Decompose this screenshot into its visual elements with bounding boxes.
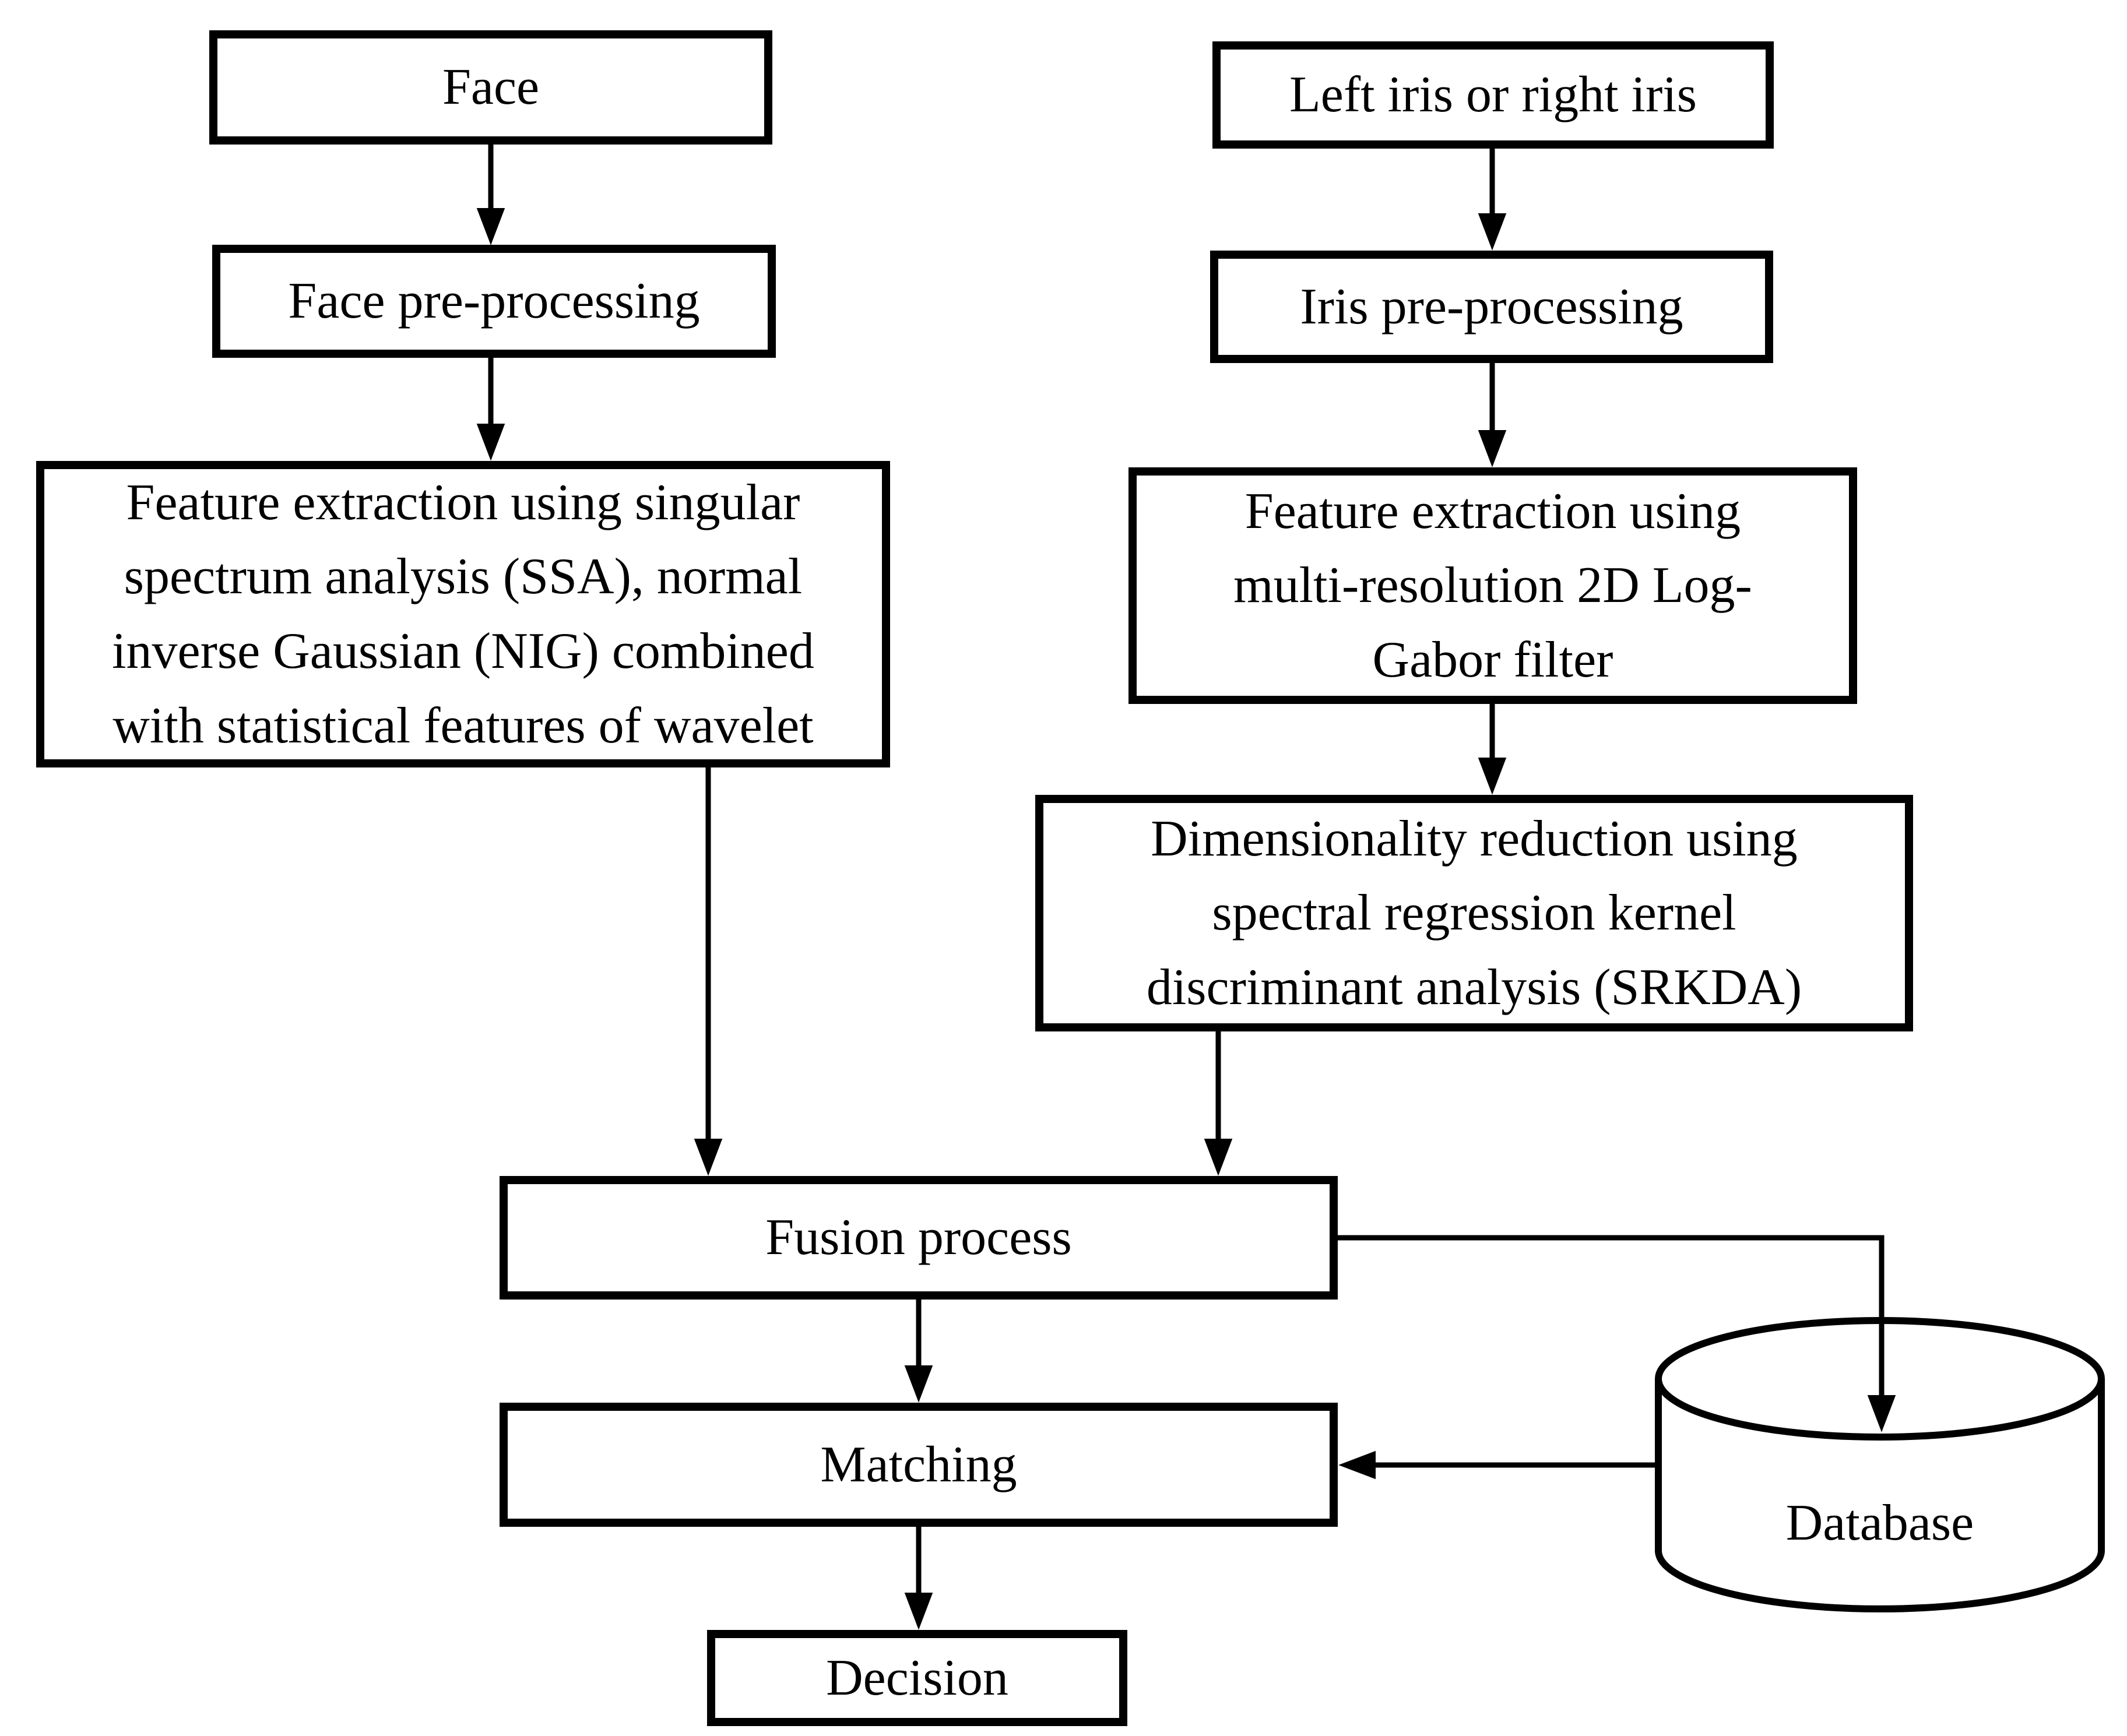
node-iris-preprocessing-label: Iris pre-processing xyxy=(1300,278,1683,335)
node-database-label: Database xyxy=(1785,1495,1974,1551)
node-matching-label: Matching xyxy=(820,1436,1017,1493)
node-face-label: Face xyxy=(442,59,540,116)
node-fusion-process: Fusion process xyxy=(500,1176,1338,1300)
node-decision-label: Decision xyxy=(826,1649,1008,1706)
arrow-fusion-to-database xyxy=(1338,1235,1896,1432)
node-fusion-process-label: Fusion process xyxy=(765,1209,1072,1266)
node-dimensionality-reduction-label: Dimensionality reduction using spectral … xyxy=(1146,810,1802,1016)
node-iris-feature-extraction-label: Feature extraction using multi-resolutio… xyxy=(1233,483,1752,688)
node-face-preprocessing: Face pre-processing xyxy=(212,245,776,358)
node-decision: Decision xyxy=(707,1630,1127,1726)
node-face-feature-extraction-label: Feature extraction using singular spectr… xyxy=(112,474,814,754)
node-iris-input: Left iris or right iris xyxy=(1212,41,1774,149)
node-iris-preprocessing: Iris pre-processing xyxy=(1210,251,1773,363)
node-face-feature-extraction: Feature extraction using singular spectr… xyxy=(36,461,890,767)
node-matching: Matching xyxy=(500,1403,1338,1527)
node-database: Database xyxy=(1658,1437,2101,1609)
node-iris-feature-extraction: Feature extraction using multi-resolutio… xyxy=(1128,467,1857,704)
node-face-preprocessing-label: Face pre-processing xyxy=(288,273,700,330)
node-iris-input-label: Left iris or right iris xyxy=(1289,66,1697,124)
node-dimensionality-reduction: Dimensionality reduction using spectral … xyxy=(1035,795,1913,1031)
database-cylinder-body xyxy=(1655,1379,2105,1612)
node-face: Face xyxy=(209,30,772,145)
